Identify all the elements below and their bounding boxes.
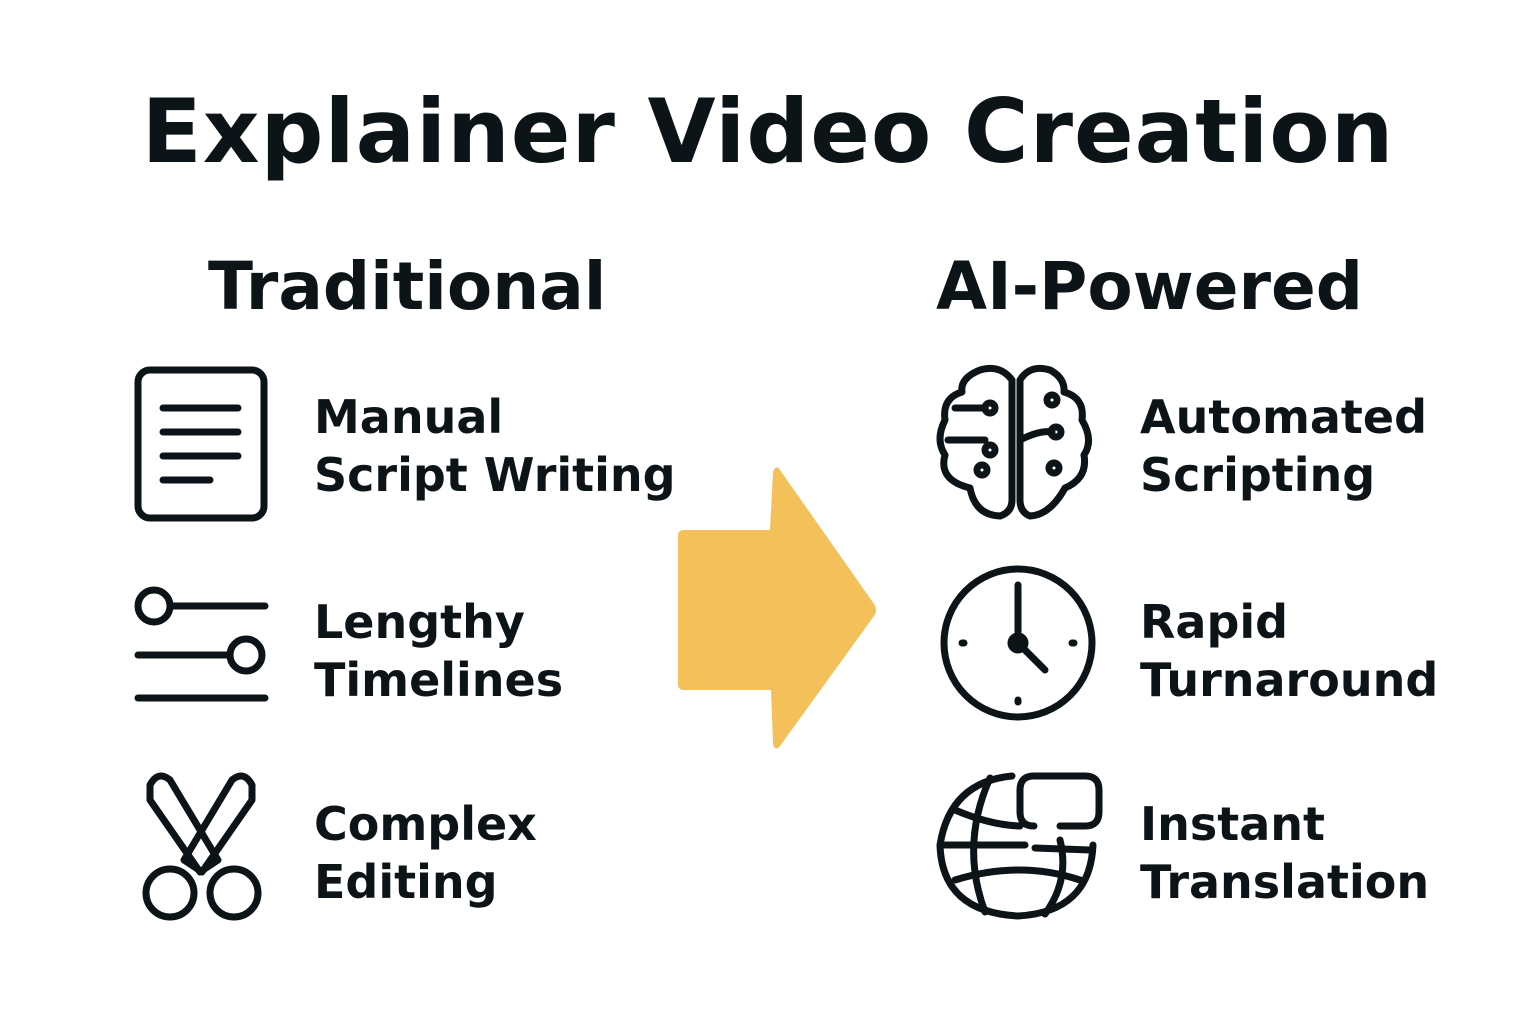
item-line2: Scripting <box>1140 448 1376 502</box>
item-line1: Manual <box>314 390 504 444</box>
traditional-heading: Traditional <box>208 248 607 325</box>
document-icon <box>134 366 268 522</box>
ai-item-turnaround: Rapid Turnaround <box>1140 593 1438 709</box>
ai-item-translation: Instant Translation <box>1140 795 1429 911</box>
item-line1: Rapid <box>1140 595 1289 649</box>
item-line2: Editing <box>314 855 498 909</box>
arrow-right-icon <box>678 467 876 749</box>
item-line1: Lengthy <box>314 595 525 649</box>
ai-powered-heading: AI-Powered <box>936 248 1364 325</box>
brain-circuit-icon <box>936 364 1092 520</box>
traditional-item-editing: Complex Editing <box>314 795 537 911</box>
item-line2: Translation <box>1140 855 1430 909</box>
traditional-item-timelines: Lengthy Timelines <box>314 593 563 709</box>
page-title: Explainer Video Creation <box>141 80 1395 183</box>
ai-item-scripting: Automated Scripting <box>1140 388 1427 504</box>
item-line2: Script Writing <box>314 448 676 502</box>
clock-icon <box>940 565 1096 721</box>
item-line2: Timelines <box>314 653 564 707</box>
item-line1: Complex <box>314 797 537 851</box>
scissors-icon <box>142 772 262 921</box>
item-line2: Turnaround <box>1140 653 1439 707</box>
item-line1: Instant <box>1140 797 1326 851</box>
timeline-sliders-icon <box>134 586 269 702</box>
item-line1: Automated <box>1140 390 1428 444</box>
globe-chat-icon <box>936 772 1103 920</box>
traditional-item-script: Manual Script Writing <box>314 388 676 504</box>
